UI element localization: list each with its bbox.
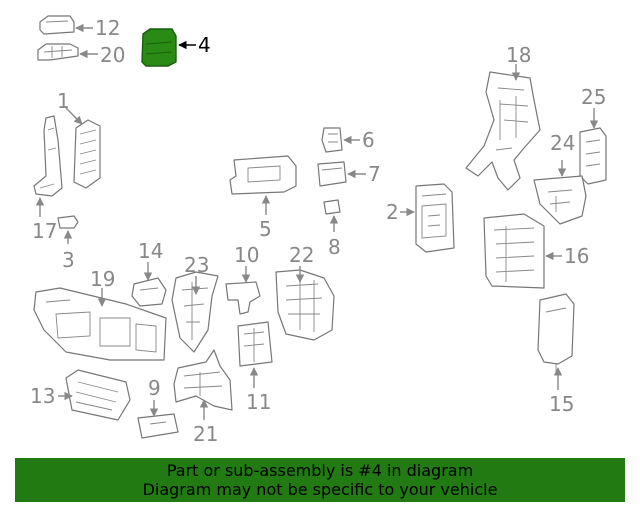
label-23: 23 [184, 253, 209, 277]
label-10: 10 [234, 243, 259, 267]
part-9[interactable]: 9 [137, 376, 179, 439]
label-25: 25 [581, 85, 606, 109]
banner-line-2: Diagram may not be specific to your vehi… [142, 480, 498, 499]
label-15: 15 [549, 392, 574, 416]
label-17: 17 [32, 219, 57, 243]
part-5[interactable]: 5 [229, 155, 297, 241]
part-13[interactable]: 13 [30, 369, 131, 421]
part-11[interactable]: 11 [237, 321, 273, 414]
part-24[interactable]: 24 [533, 131, 587, 225]
part-20[interactable]: 20 [37, 43, 125, 67]
label-9: 9 [148, 376, 161, 400]
label-6: 6 [362, 128, 375, 152]
label-14: 14 [138, 239, 163, 263]
label-1: 1 [57, 89, 70, 113]
part-18[interactable]: 18 [465, 43, 541, 191]
parts-diagram: 12 20 4 1 17 3 5 [30, 15, 607, 446]
label-11: 11 [246, 390, 271, 414]
part-21[interactable]: 21 [173, 349, 233, 446]
part-2[interactable]: 2 [386, 183, 455, 253]
label-7: 7 [368, 162, 381, 186]
part-22[interactable]: 22 [275, 243, 335, 341]
part-3[interactable]: 3 [57, 215, 79, 272]
part-17[interactable]: 17 [32, 115, 63, 243]
part-10[interactable]: 10 [225, 243, 261, 315]
label-19: 19 [90, 267, 115, 291]
label-3: 3 [62, 248, 75, 272]
part-14[interactable]: 14 [131, 239, 167, 307]
label-21: 21 [193, 422, 218, 446]
part-12[interactable]: 12 [39, 15, 120, 40]
part-1[interactable]: 1 [57, 89, 101, 189]
label-22: 22 [289, 243, 314, 267]
banner-line-1: Part or sub-assembly is #4 in diagram [166, 461, 474, 480]
label-4: 4 [198, 33, 211, 57]
part-19[interactable]: 19 [33, 267, 167, 361]
part-8[interactable]: 8 [323, 199, 341, 259]
label-12: 12 [95, 16, 120, 40]
label-13: 13 [30, 384, 55, 408]
part-23[interactable]: 23 [171, 253, 219, 353]
label-5: 5 [259, 217, 272, 241]
part-6[interactable]: 6 [321, 127, 375, 153]
label-24: 24 [550, 131, 575, 155]
part-15[interactable]: 15 [537, 293, 575, 416]
part-16[interactable]: 16 [483, 213, 589, 289]
label-18: 18 [506, 43, 531, 67]
part-25[interactable]: 25 [579, 85, 607, 185]
label-8: 8 [328, 235, 341, 259]
part-4-highlighted[interactable]: 4 [141, 28, 211, 67]
info-banner: Part or sub-assembly is #4 in diagram Di… [15, 458, 625, 502]
label-2: 2 [386, 200, 399, 224]
part-7[interactable]: 7 [317, 161, 381, 187]
label-20: 20 [100, 43, 125, 67]
label-16: 16 [564, 244, 589, 268]
